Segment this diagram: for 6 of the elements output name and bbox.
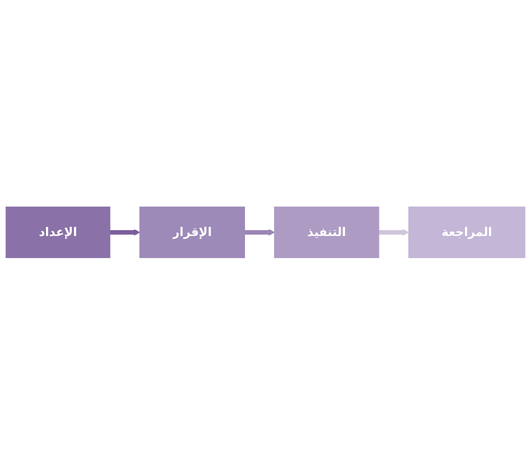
arrow — [244, 228, 275, 236]
arrow — [110, 228, 140, 236]
node-box: الإعداد — [6, 206, 110, 258]
node-box: التنفيذ — [274, 206, 380, 258]
node-box: المراجعة — [408, 206, 526, 258]
arrow — [378, 228, 409, 236]
